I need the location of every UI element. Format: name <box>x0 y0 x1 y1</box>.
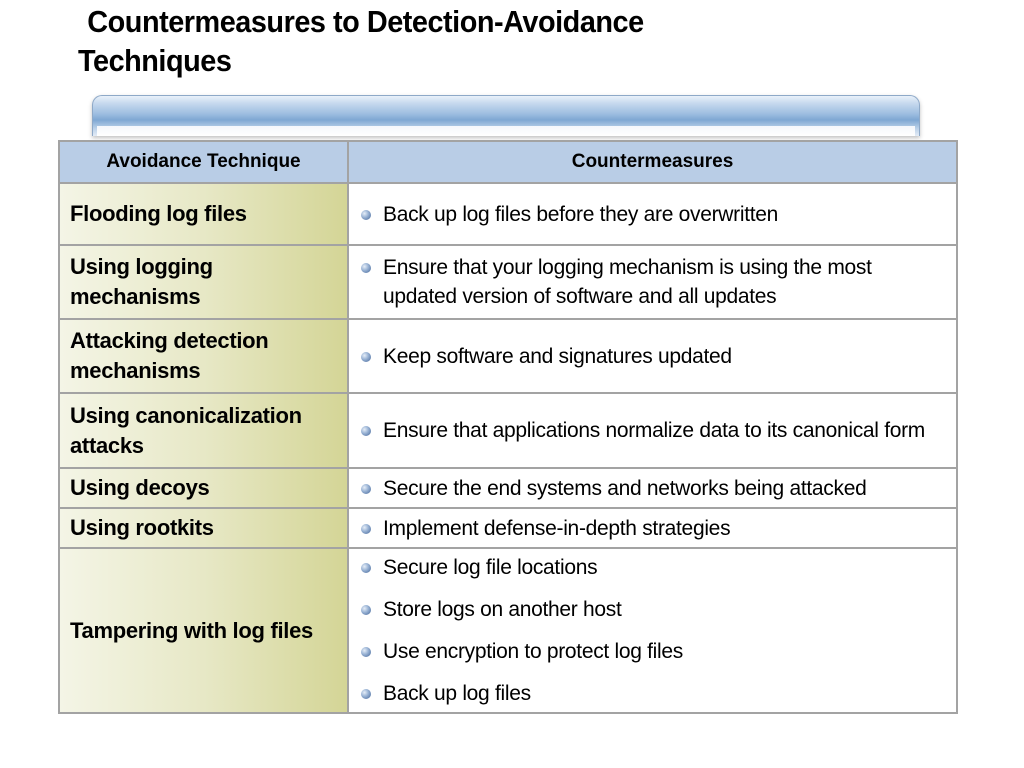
countermeasure-text: Keep software and signatures updated <box>383 344 732 368</box>
column-header-technique: Avoidance Technique <box>58 140 349 184</box>
countermeasure-cell: Keep software and signatures updated <box>347 318 958 394</box>
countermeasure-item: Secure the end systems and networks bein… <box>359 474 946 503</box>
countermeasure-item: Implement defense-in-depth strategies <box>359 514 946 543</box>
countermeasure-item: Ensure that your logging mechanism is us… <box>359 253 946 311</box>
technique-cell: Using decoys <box>58 467 349 509</box>
countermeasure-item: Secure log file locations <box>359 553 946 582</box>
table-row: Using rootkits Implement defense-in-dept… <box>58 507 958 549</box>
countermeasure-text: Back up log files <box>383 682 531 705</box>
countermeasure-text: Secure log file locations <box>383 556 598 579</box>
countermeasure-cell: Implement defense-in-depth strategies <box>347 507 958 549</box>
countermeasure-text: Back up log files before they are overwr… <box>383 202 779 226</box>
round-bullet-icon <box>361 689 371 699</box>
technique-cell: Attacking detection mechanisms <box>58 318 349 394</box>
table-header-row: Avoidance Technique Countermeasures <box>58 140 958 184</box>
table-row: Flooding log files Back up log files bef… <box>58 182 958 246</box>
countermeasure-item: Keep software and signatures updated <box>359 342 946 371</box>
countermeasure-item: Use encryption to protect log files <box>359 637 946 666</box>
slide-title: Countermeasures to Detection-Avoidance T… <box>78 2 915 80</box>
countermeasure-cell: Ensure that your logging mechanism is us… <box>347 244 958 320</box>
round-bullet-icon <box>361 351 371 362</box>
technique-cell: Tampering with log files <box>58 547 349 714</box>
countermeasure-cell: Back up log files before they are overwr… <box>347 182 958 246</box>
technique-cell: Using canonicalization attacks <box>58 392 349 469</box>
table-row: Using logging mechanisms Ensure that you… <box>58 244 958 320</box>
table-row: Using decoys Secure the end systems and … <box>58 467 958 509</box>
table-row: Using canonicalization attacks Ensure th… <box>58 392 958 469</box>
technique-cell: Using rootkits <box>58 507 349 549</box>
countermeasure-text: Ensure that your logging mechanism is us… <box>383 256 872 308</box>
slide-title-line-2: Techniques <box>78 43 232 78</box>
decorative-header-bar <box>92 95 920 136</box>
countermeasures-table: Avoidance Technique Countermeasures Floo… <box>58 140 958 714</box>
round-bullet-icon <box>361 263 371 273</box>
countermeasure-item: Ensure that applications normalize data … <box>359 416 946 445</box>
countermeasure-text: Store logs on another host <box>383 598 622 621</box>
technique-cell: Flooding log files <box>58 182 349 246</box>
round-bullet-icon <box>361 209 371 220</box>
round-bullet-icon <box>361 426 371 436</box>
countermeasure-item: Back up log files <box>359 679 946 708</box>
round-bullet-icon <box>361 647 371 657</box>
round-bullet-icon <box>361 605 371 615</box>
slide-title-line-1: Countermeasures to Detection-Avoidance <box>87 4 644 39</box>
column-header-countermeasures: Countermeasures <box>347 140 958 184</box>
countermeasure-text: Ensure that applications normalize data … <box>383 419 925 442</box>
countermeasure-text: Use encryption to protect log files <box>383 640 683 663</box>
countermeasure-cell: Ensure that applications normalize data … <box>347 392 958 469</box>
round-bullet-icon <box>361 523 371 534</box>
round-bullet-icon <box>361 563 371 573</box>
countermeasure-item: Store logs on another host <box>359 595 946 624</box>
countermeasure-item: Back up log files before they are overwr… <box>359 200 946 229</box>
countermeasure-cell: Secure the end systems and networks bein… <box>347 467 958 509</box>
table-row: Attacking detection mechanisms Keep soft… <box>58 318 958 394</box>
technique-cell: Using logging mechanisms <box>58 244 349 320</box>
countermeasure-text: Implement defense-in-depth strategies <box>383 516 731 540</box>
countermeasure-cell: Secure log file locations Store logs on … <box>347 547 958 714</box>
round-bullet-icon <box>361 483 371 494</box>
table-row: Tampering with log files Secure log file… <box>58 547 958 714</box>
countermeasure-text: Secure the end systems and networks bein… <box>383 476 867 500</box>
